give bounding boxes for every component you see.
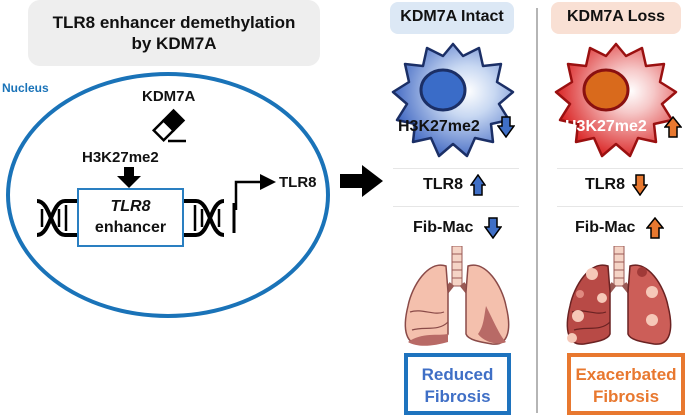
outcome-exacerbated-fibrosis: Exacerbated Fibrosis	[567, 353, 685, 415]
outcome-loss-line1: Exacerbated	[575, 365, 677, 384]
loss-mark-row: H3K27me2	[565, 118, 647, 136]
loss-separator-2	[557, 206, 683, 207]
loss-tlr8-down-arrow-icon	[632, 174, 648, 196]
tlr8-enhancer-box: TLR8 enhancer	[77, 188, 184, 247]
diagram-title: TLR8 enhancer demethylation by KDM7A	[28, 0, 320, 66]
healthy-lungs-icon	[404, 246, 510, 346]
enhancer-gene-name: TLR8	[110, 198, 151, 215]
intact-separator-2	[393, 206, 519, 207]
loss-mark-up-arrow-icon	[664, 116, 682, 138]
title-line-1: TLR8 enhancer demethylation	[52, 13, 296, 32]
nucleus-ellipse	[6, 72, 330, 318]
dna-helix-right-icon	[184, 199, 236, 237]
intact-fibmac-label: Fib-Mac	[413, 219, 474, 236]
nucleus-label: Nucleus	[2, 81, 49, 95]
dna-helix-left-icon	[36, 199, 77, 237]
big-right-arrow-icon	[340, 165, 383, 197]
outcome-loss-line2: Fibrosis	[592, 387, 660, 406]
loss-mark-label: H3K27me2	[565, 118, 647, 135]
macrophage-loss-icon	[554, 42, 678, 158]
intact-tlr8-label: TLR8	[423, 176, 463, 193]
intact-mark-label: H3K27me2	[398, 118, 480, 135]
tlr8-target-label: TLR8	[279, 174, 317, 191]
loss-fibmac-label: Fib-Mac	[575, 219, 636, 236]
transcription-arrow-icon	[234, 174, 276, 210]
enhancer-text: enhancer	[94, 219, 167, 236]
column-divider	[536, 8, 538, 413]
outcome-intact-line1: Reduced	[421, 365, 494, 384]
loss-separator-1	[557, 168, 683, 169]
loss-fibmac-up-arrow-icon	[646, 217, 664, 239]
outcome-intact-line2: Fibrosis	[424, 387, 491, 406]
header-kdm7a-intact: KDM7A Intact	[390, 2, 514, 34]
intact-separator-1	[393, 168, 519, 169]
intact-fibmac-down-arrow-icon	[484, 217, 502, 239]
loss-tlr8-label: TLR8	[585, 176, 625, 193]
h3k27me2-label: H3K27me2	[82, 149, 159, 166]
intact-mark-row: H3K27me2	[398, 118, 480, 136]
eraser-icon	[151, 108, 186, 143]
header-kdm7a-loss: KDM7A Loss	[551, 2, 681, 34]
intact-tlr8-up-arrow-icon	[470, 174, 486, 196]
down-arrow-icon	[117, 167, 141, 188]
kdm7a-label: KDM7A	[142, 88, 196, 105]
intact-mark-down-arrow-icon	[497, 116, 515, 138]
macrophage-intact-icon	[391, 42, 515, 158]
fibrotic-lungs-icon	[566, 246, 672, 345]
title-line-2: by KDM7A	[131, 34, 217, 53]
outcome-reduced-fibrosis: Reduced Fibrosis	[404, 353, 511, 415]
